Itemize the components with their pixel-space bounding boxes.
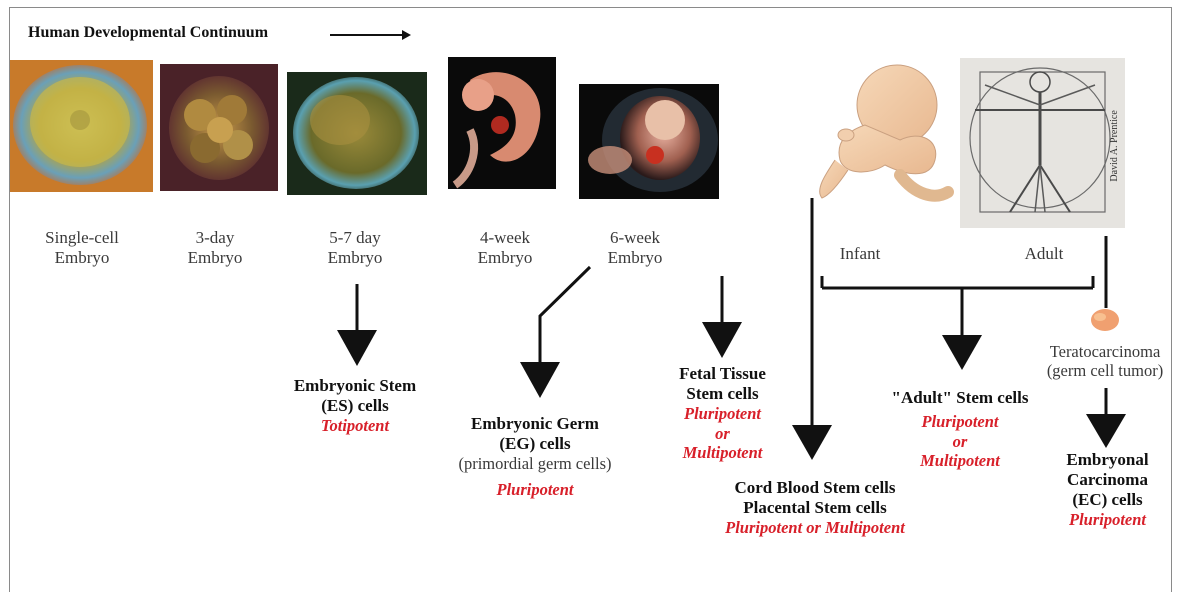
adult-stem-cells-title: "Adult" Stem cells <box>870 388 1050 408</box>
es-cells-block: Embryonic Stem (ES) cells Totipotent <box>270 376 440 436</box>
ec-title-1: Embryonal <box>1050 450 1165 470</box>
eg-cells-note: (primordial germ cells) <box>430 454 640 473</box>
arrow-es <box>337 284 377 366</box>
fetal-subtitle: Stem cells <box>660 384 785 404</box>
adult-stem-cells-block: "Adult" Stem cells Pluripotent or Multip… <box>870 388 1050 470</box>
arrow-eg <box>520 267 590 398</box>
cord-blood-title: Cord Blood Stem cells <box>690 478 940 498</box>
teratocarcinoma-label: Teratocarcinoma(germ cell tumor) <box>1030 342 1180 381</box>
placental-title: Placental Stem cells <box>690 498 940 518</box>
arrow-fetal <box>702 276 742 358</box>
eg-cells-subtitle: (EG) cells <box>430 434 640 454</box>
ec-cells-block: Embryonal Carcinoma (EC) cells Pluripote… <box>1050 450 1165 530</box>
infant-illustration <box>820 65 948 198</box>
eg-cells-block: Embryonic Germ (EG) cells (primordial ge… <box>430 414 640 499</box>
eg-cells-potency: Pluripotent <box>430 480 640 499</box>
adult-vitruvian-illustration <box>960 58 1125 228</box>
adult-potency-1: Pluripotent <box>870 412 1050 431</box>
image-credit: David A. Prentice <box>1109 81 1121 211</box>
fetal-stem-cells-block: Fetal Tissue Stem cells Pluripotent or M… <box>660 364 785 463</box>
infant-label: Infant <box>820 244 900 264</box>
fetal-potency-1: Pluripotent <box>660 404 785 423</box>
fetal-potency-or: or <box>660 424 785 443</box>
five-seven-day-embryo-image <box>287 72 427 195</box>
ec-potency: Pluripotent <box>1050 510 1165 529</box>
ec-title-3: (EC) cells <box>1050 490 1165 510</box>
tumor-image <box>1091 309 1119 331</box>
arrow-ec <box>1086 388 1126 448</box>
arrow-cord-blood <box>792 198 832 460</box>
es-cells-subtitle: (ES) cells <box>270 396 440 416</box>
single-cell-embryo-image <box>10 60 153 192</box>
fetal-title: Fetal Tissue <box>660 364 785 384</box>
adult-potency-or: or <box>870 432 1050 451</box>
eg-cells-title: Embryonic Germ <box>430 414 640 434</box>
fetal-potency-2: Multipotent <box>660 443 785 462</box>
adult-potency-2: Multipotent <box>870 451 1050 470</box>
diagram-title: Human Developmental Continuum <box>28 24 268 43</box>
six-week-embryo-image <box>579 84 719 199</box>
cord-blood-potency: Pluripotent or Multipotent <box>690 518 940 537</box>
es-cells-title: Embryonic Stem <box>270 376 440 396</box>
three-day-embryo-image <box>160 64 278 191</box>
cord-blood-block: Cord Blood Stem cells Placental Stem cel… <box>690 478 940 538</box>
ec-title-2: Carcinoma <box>1050 470 1165 490</box>
header-arrow <box>330 30 411 40</box>
adult-label: Adult <box>1004 244 1084 264</box>
es-cells-potency: Totipotent <box>270 416 440 435</box>
four-week-embryo-image <box>448 57 556 189</box>
